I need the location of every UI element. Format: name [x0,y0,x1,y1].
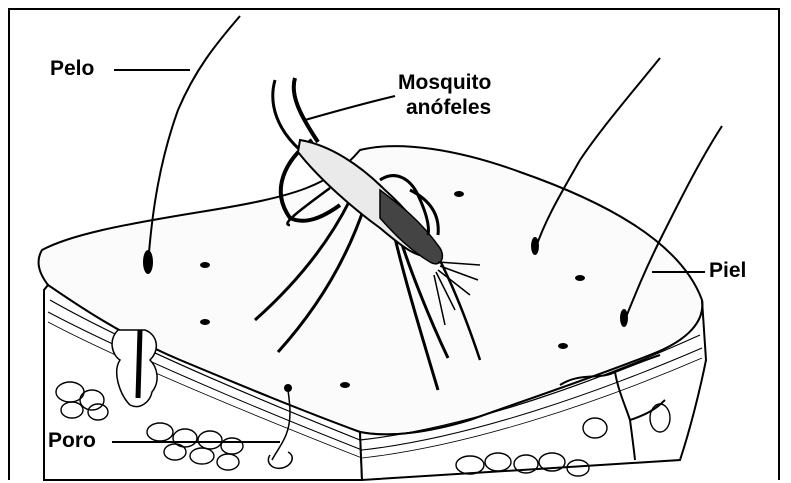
label-pelo: Pelo [50,58,94,79]
label-poro: Poro [48,430,96,451]
follicle-hair-shaft [138,330,140,398]
label-piel: Piel [709,260,746,281]
mosquito-proboscis [294,78,318,142]
mosquito-palp [273,80,300,150]
pore-opening [284,384,292,392]
label-mosquito-anofeles: Mosquito anófeles [398,72,491,118]
label-mosquito-line2: anófeles [406,97,491,118]
mosquito-leader [305,96,395,120]
label-mosquito-line1: Mosquito [398,72,491,93]
